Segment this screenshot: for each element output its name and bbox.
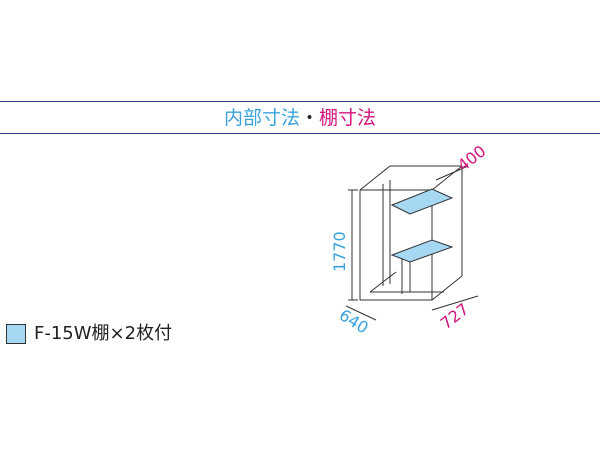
header-rule-top: [0, 101, 600, 102]
legend: F-15W棚×2枚付: [6, 322, 172, 346]
title-inner-dimensions: 内部寸法: [223, 107, 300, 129]
cabinet-outline: [359, 165, 463, 301]
dim-height-label: 1770: [330, 231, 349, 272]
header-rule-bottom: [0, 133, 600, 134]
legend-swatch: [6, 324, 26, 344]
legend-label: F-15W棚×2枚付: [34, 323, 173, 344]
shelf-posts: [382, 180, 411, 294]
shelf-upper: [390, 188, 454, 215]
title-shelf-dimensions: 棚寸法: [319, 107, 377, 129]
dim-depth-label: 640: [336, 305, 372, 337]
section-title: 内部寸法・棚寸法: [0, 104, 600, 132]
dimension-lines: [345, 165, 479, 321]
title-separator: ・: [299, 107, 319, 129]
shelf-lower: [390, 239, 454, 263]
dim-width-label: 727: [437, 299, 473, 333]
